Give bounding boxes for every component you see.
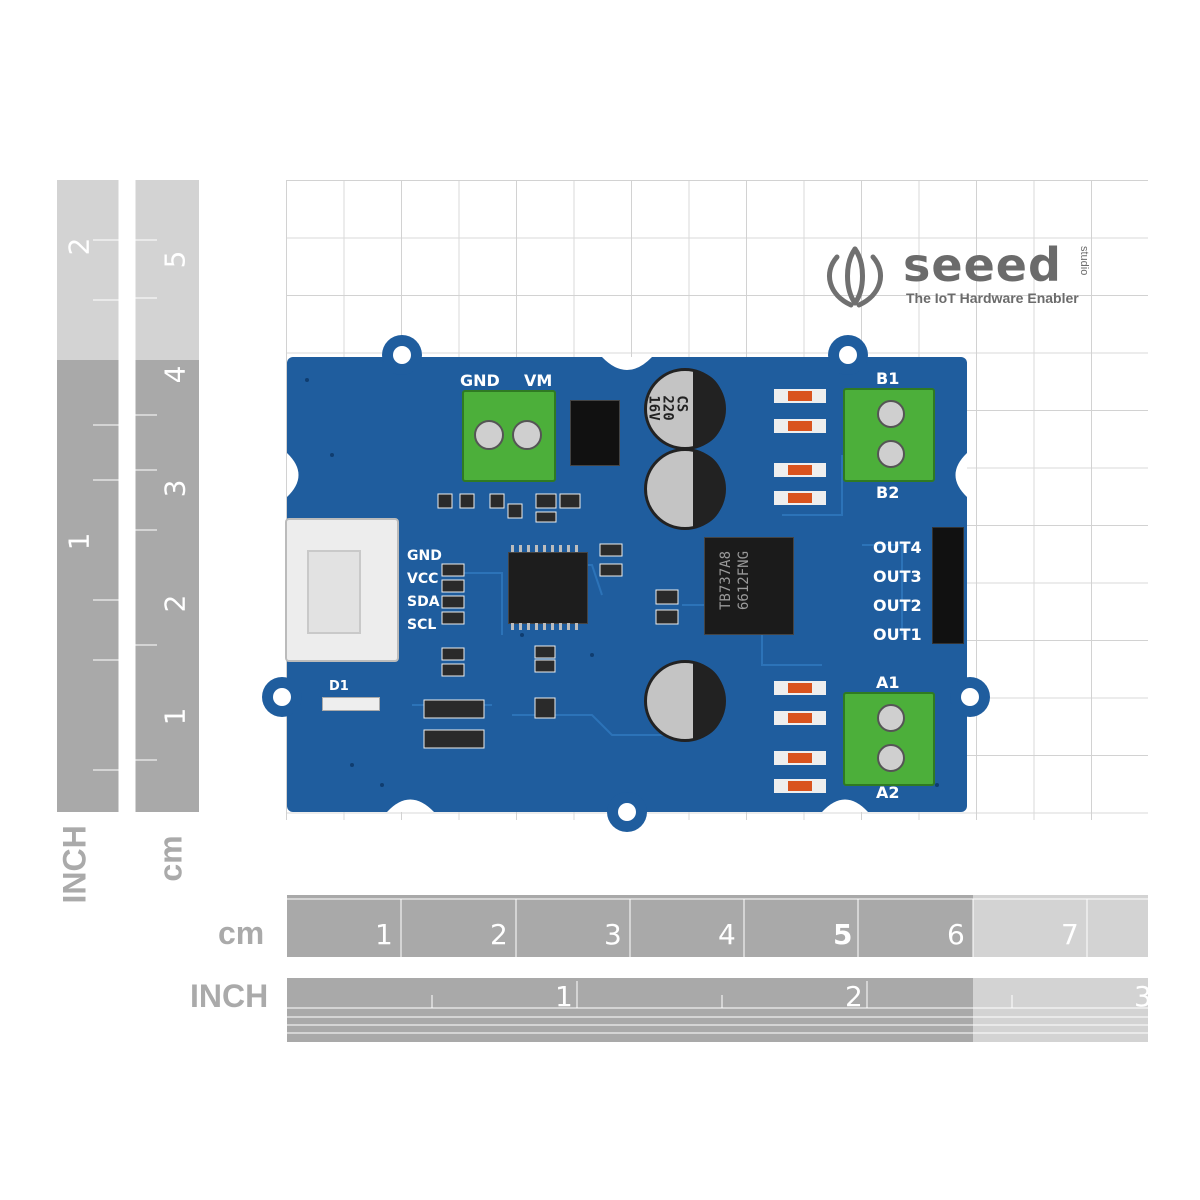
flyback-diodes	[774, 389, 826, 793]
a1-label: A1	[876, 673, 900, 692]
pin-label-vcc: VCC	[407, 571, 439, 587]
bottom-cm-number: 7	[1061, 918, 1079, 951]
logo-brand: seeed	[903, 238, 1062, 292]
output-labels: OUT4 OUT3 OUT2 OUT1	[873, 533, 922, 649]
out3-label: OUT3	[873, 567, 922, 586]
bottom-cm-ruler-light	[973, 895, 1148, 957]
bottom-cm-number: 6	[947, 918, 965, 951]
left-cm-number: 5	[158, 250, 192, 269]
power-terminal-block	[462, 390, 556, 482]
bottom-cm-number: 2	[490, 918, 508, 951]
out4-label: OUT4	[873, 538, 922, 557]
left-cm-ruler	[135, 360, 199, 812]
screw-icon[interactable]	[877, 400, 905, 428]
screw-icon[interactable]	[877, 704, 905, 732]
logo-superscript: studio	[1078, 246, 1090, 276]
left-cm-number: 2	[158, 594, 192, 613]
bottom-inch-ruler-light	[973, 978, 1148, 1042]
left-cm-number: 4	[158, 365, 192, 384]
pin-label-scl: SCL	[407, 617, 437, 633]
left-inch-ruler-light	[57, 180, 119, 360]
out2-label: OUT2	[873, 596, 922, 615]
bottom-inch-ruler	[287, 978, 973, 1042]
output-pin-header[interactable]	[932, 527, 964, 644]
capacitor-text: 16V	[645, 395, 662, 421]
grove-connector[interactable]	[285, 518, 399, 662]
motor-driver-chip: TB737A8 6612FNG	[704, 537, 794, 635]
bottom-ruler-ticks	[287, 898, 1148, 1034]
pin-label-gnd: GND	[407, 548, 442, 564]
screw-icon[interactable]	[474, 420, 504, 450]
left-cm-label: cm	[152, 835, 189, 882]
bottom-inch-label: INCH	[190, 978, 269, 1014]
left-cm-number: 1	[158, 707, 192, 726]
bottom-cm-number: 1	[375, 918, 393, 951]
led-indicator	[322, 697, 380, 711]
screw-icon[interactable]	[512, 420, 542, 450]
terminal-block-a	[843, 692, 935, 786]
capacitor-text: 220	[659, 395, 676, 421]
left-cm-number: 3	[158, 479, 192, 498]
terminal-block-b	[843, 388, 935, 482]
left-inch-number: 2	[62, 237, 96, 256]
bottom-inch-number: 1	[555, 980, 573, 1013]
capacitor: CS 220 16V	[644, 368, 726, 450]
bottom-inch-number: 3	[1134, 980, 1152, 1013]
driver-chip-text: 6612FNG	[736, 550, 752, 610]
vm-label: VM	[524, 371, 553, 390]
capacitor-text: CS	[673, 395, 690, 413]
left-inch-ruler	[57, 360, 119, 812]
left-ruler-ticks	[93, 180, 157, 812]
smd-diode-chip	[570, 400, 620, 466]
passive-components	[423, 493, 679, 749]
left-inch-number: 1	[62, 532, 96, 551]
capacitor	[644, 660, 726, 742]
left-cm-ruler-light	[135, 180, 199, 360]
bottom-cm-number: 5	[833, 918, 853, 951]
bottom-cm-label: cm	[218, 915, 265, 951]
bottom-cm-number: 3	[604, 918, 622, 951]
logo-tagline: The IoT Hardware Enabler	[906, 290, 1079, 306]
out1-label: OUT1	[873, 625, 922, 644]
b2-label: B2	[876, 483, 900, 502]
a2-label: A2	[876, 783, 900, 802]
pin-label-sda: SDA	[407, 594, 440, 610]
driver-chip-text: TB737A8	[718, 550, 734, 610]
screw-icon[interactable]	[877, 440, 905, 468]
grove-pin-labels: GND VCC SDA SCL	[407, 545, 442, 637]
left-inch-label: INCH	[56, 825, 93, 904]
seeed-logo-icon	[827, 246, 883, 308]
bottom-cm-number: 4	[718, 918, 736, 951]
d1-label: D1	[329, 679, 349, 694]
microcontroller-chip	[508, 552, 588, 624]
screw-icon[interactable]	[877, 744, 905, 772]
gnd-label: GND	[460, 371, 500, 390]
mcu-pins	[511, 545, 578, 630]
bottom-inch-number: 2	[845, 980, 863, 1013]
b1-label: B1	[876, 369, 900, 388]
